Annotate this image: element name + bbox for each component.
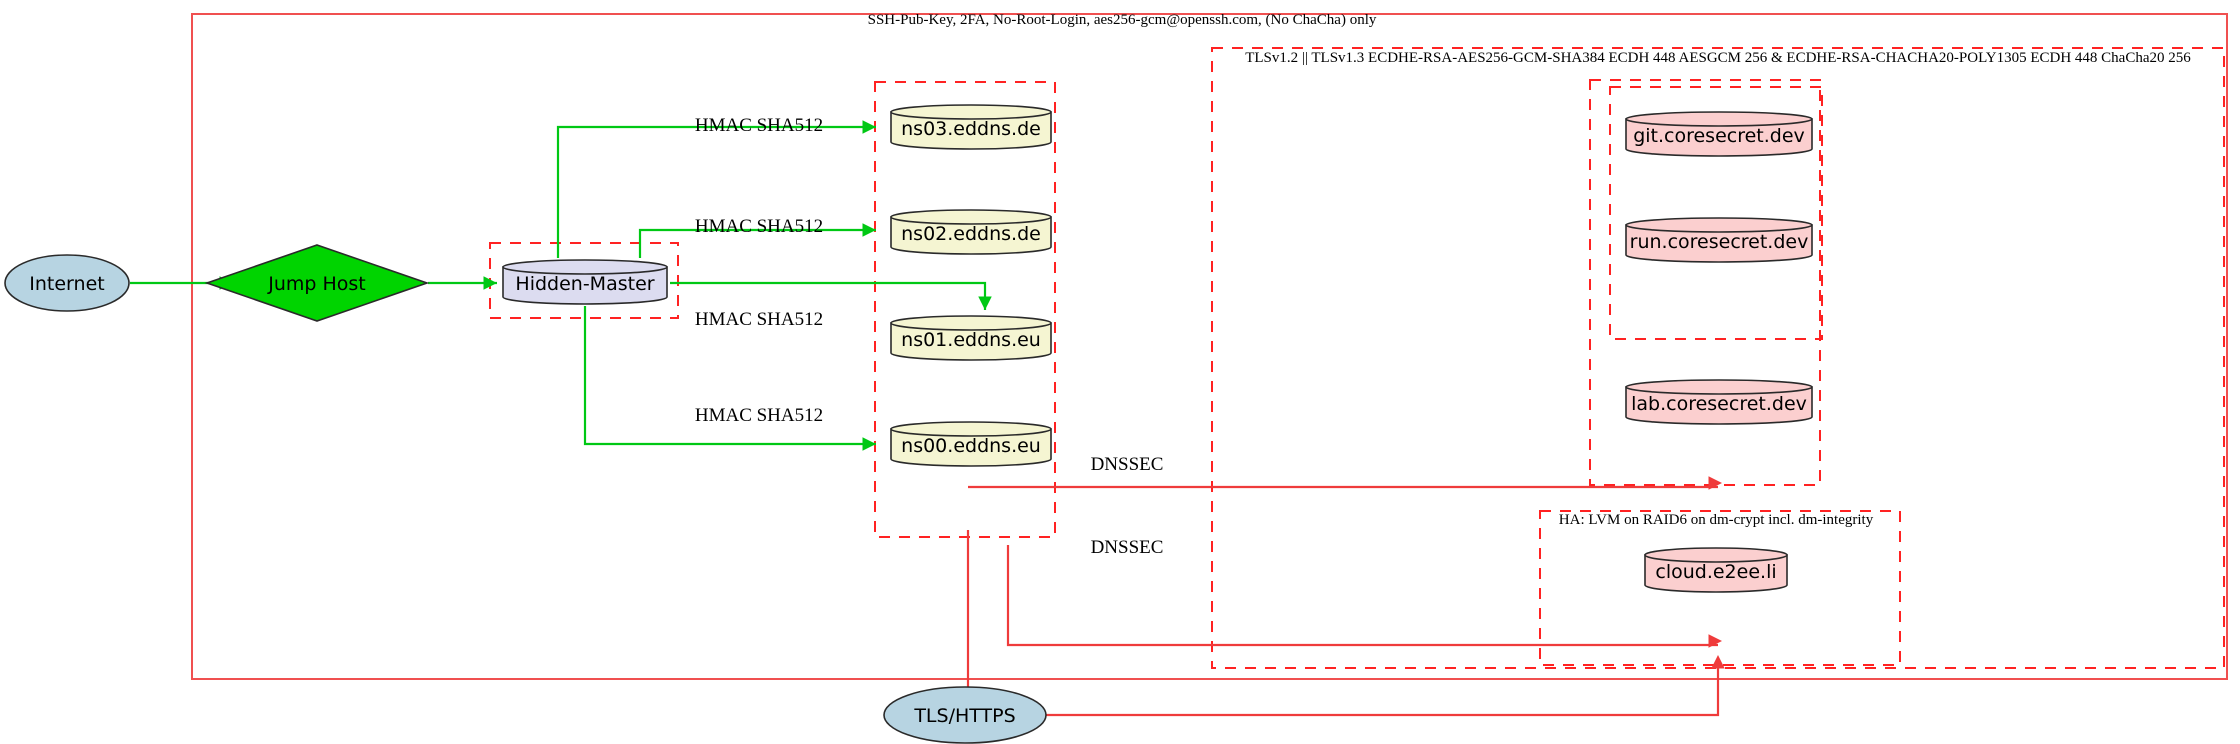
cluster-label-tls-cluster: TLSv1.2 || TLSv1.3 ECDHE-RSA-AES256-GCM-…	[1245, 50, 2191, 66]
cluster-border-outer-ssh	[191, 13, 2228, 680]
nodes-layer: Internet Jump Host Hidden-Master ns03.eddns…	[4, 104, 1813, 744]
node-shape-ns00	[890, 428, 1052, 467]
node-label-ns02: ns02.eddns.de	[901, 223, 1041, 245]
node-cylinder-top-git-coresecret	[1625, 111, 1813, 127]
node-label-lab-coresecret: lab.coresecret.dev	[1631, 393, 1807, 415]
node-shape-run-coresecret	[1625, 224, 1813, 263]
edge-master-to-ns02	[638, 228, 876, 258]
cluster-border-dns-cluster	[874, 81, 1056, 538]
cluster-border-coresecret-inner	[1609, 86, 1823, 340]
node-cylinder-top-cloud-e2ee	[1644, 547, 1788, 563]
edges-layer	[130, 120, 1725, 717]
arrowhead-tls-to-cloud	[1711, 655, 1725, 669]
arrowhead-jump-to-master	[483, 276, 497, 290]
edge-label-hmac-ns00: HMAC SHA512	[695, 405, 823, 426]
arrowhead-master-to-ns03	[862, 120, 876, 134]
node-cylinder-top-run-coresecret	[1625, 217, 1813, 233]
arrowhead-master-to-ns00	[862, 437, 876, 451]
node-ns00[interactable]: ns00.eddns.eu	[890, 421, 1052, 467]
node-jump-host[interactable]: Jump Host	[204, 244, 430, 322]
edge-label-hmac-ns03: HMAC SHA512	[695, 115, 823, 136]
node-git-coresecret[interactable]: git.coresecret.dev	[1625, 111, 1813, 157]
cluster-border-coresecret-outer	[1589, 79, 1821, 486]
node-label-ns00: ns00.eddns.eu	[901, 435, 1041, 457]
node-cylinder-top-ns02	[890, 209, 1052, 225]
cluster-ha-cluster: HA: LVM on RAID6 on dm-crypt incl. dm-in…	[1539, 510, 1901, 666]
node-hidden-master[interactable]: Hidden-Master	[502, 259, 668, 305]
node-cylinder-top-lab-coresecret	[1625, 379, 1813, 395]
edge-label-hmac-ns01: HMAC SHA512	[695, 309, 823, 330]
node-label-run-coresecret: run.coresecret.dev	[1630, 231, 1809, 253]
cluster-coresecret-inner	[1609, 86, 1823, 340]
node-cloud-e2ee[interactable]: cloud.e2ee.li	[1644, 547, 1788, 593]
cluster-label-ha-cluster: HA: LVM on RAID6 on dm-crypt incl. dm-in…	[1559, 512, 1874, 528]
arrowhead-dnssec-upper-edge	[1708, 476, 1722, 490]
node-tls-https[interactable]: TLS/HTTPS	[883, 686, 1047, 744]
cluster-dns-cluster	[874, 81, 1056, 538]
node-label-cloud-e2ee: cloud.e2ee.li	[1655, 561, 1776, 583]
node-label-ns03: ns03.eddns.de	[901, 118, 1041, 140]
edge-master-to-ns01	[670, 281, 987, 310]
node-internet[interactable]: Internet	[4, 254, 130, 312]
edge-label-hmac-ns02: HMAC SHA512	[695, 216, 823, 237]
node-shape-jump-host	[204, 244, 430, 322]
node-cylinder-top-hidden-master	[502, 259, 668, 275]
node-lab-coresecret[interactable]: lab.coresecret.dev	[1625, 379, 1813, 425]
node-shape-cloud-e2ee	[1644, 554, 1788, 593]
edge-master-to-ns03	[556, 125, 876, 258]
cluster-tls-cluster: TLSv1.2 || TLSv1.3 ECDHE-RSA-AES256-GCM-…	[1211, 47, 2225, 669]
edge-dnssec-lower-edge	[1006, 545, 1718, 647]
node-shape-lab-coresecret	[1625, 386, 1813, 425]
node-label-internet: Internet	[29, 273, 104, 295]
node-shape-tls-https	[883, 686, 1047, 744]
arrowhead-dnssec-lower-edge	[1708, 634, 1722, 648]
edge-label-dnssec-upper: DNSSEC	[1091, 454, 1164, 475]
node-ns03[interactable]: ns03.eddns.de	[890, 104, 1052, 150]
node-shape-ns02	[890, 216, 1052, 255]
node-label-hidden-master: Hidden-Master	[515, 273, 654, 295]
node-run-coresecret[interactable]: run.coresecret.dev	[1625, 217, 1813, 263]
cluster-border-ha-cluster	[1539, 510, 1901, 666]
node-label-jump-host: Jump Host	[267, 273, 366, 295]
edge-label-dnssec-lower: DNSSEC	[1091, 537, 1164, 558]
node-label-tls-https: TLS/HTTPS	[913, 705, 1015, 727]
node-ns02[interactable]: ns02.eddns.de	[890, 209, 1052, 255]
node-label-ns01: ns01.eddns.eu	[901, 329, 1041, 351]
arrowhead-master-to-ns01	[978, 296, 992, 310]
node-shape-hidden-master	[502, 266, 668, 305]
clusters-layer: SSH-Pub-Key, 2FA, No-Root-Login, aes256-…	[191, 12, 2228, 680]
node-shape-ns03	[890, 111, 1052, 150]
node-ns01[interactable]: ns01.eddns.eu	[890, 315, 1052, 361]
cluster-border-tls-cluster	[1211, 47, 2225, 669]
node-shape-git-coresecret	[1625, 118, 1813, 157]
node-cylinder-top-ns03	[890, 104, 1052, 120]
cluster-label-outer-ssh: SSH-Pub-Key, 2FA, No-Root-Login, aes256-…	[868, 12, 1377, 28]
cluster-outer-ssh: SSH-Pub-Key, 2FA, No-Root-Login, aes256-…	[191, 12, 2228, 680]
node-shape-ns01	[890, 322, 1052, 361]
node-label-git-coresecret: git.coresecret.dev	[1633, 125, 1805, 147]
arrowhead-master-to-ns02	[862, 223, 876, 237]
edge-master-to-ns00	[583, 306, 876, 446]
node-cylinder-top-ns00	[890, 421, 1052, 437]
edge-tls-to-cloud	[1046, 660, 1720, 717]
node-cylinder-top-ns01	[890, 315, 1052, 331]
node-shape-internet	[4, 254, 130, 312]
cluster-coresecret-outer	[1589, 79, 1821, 486]
